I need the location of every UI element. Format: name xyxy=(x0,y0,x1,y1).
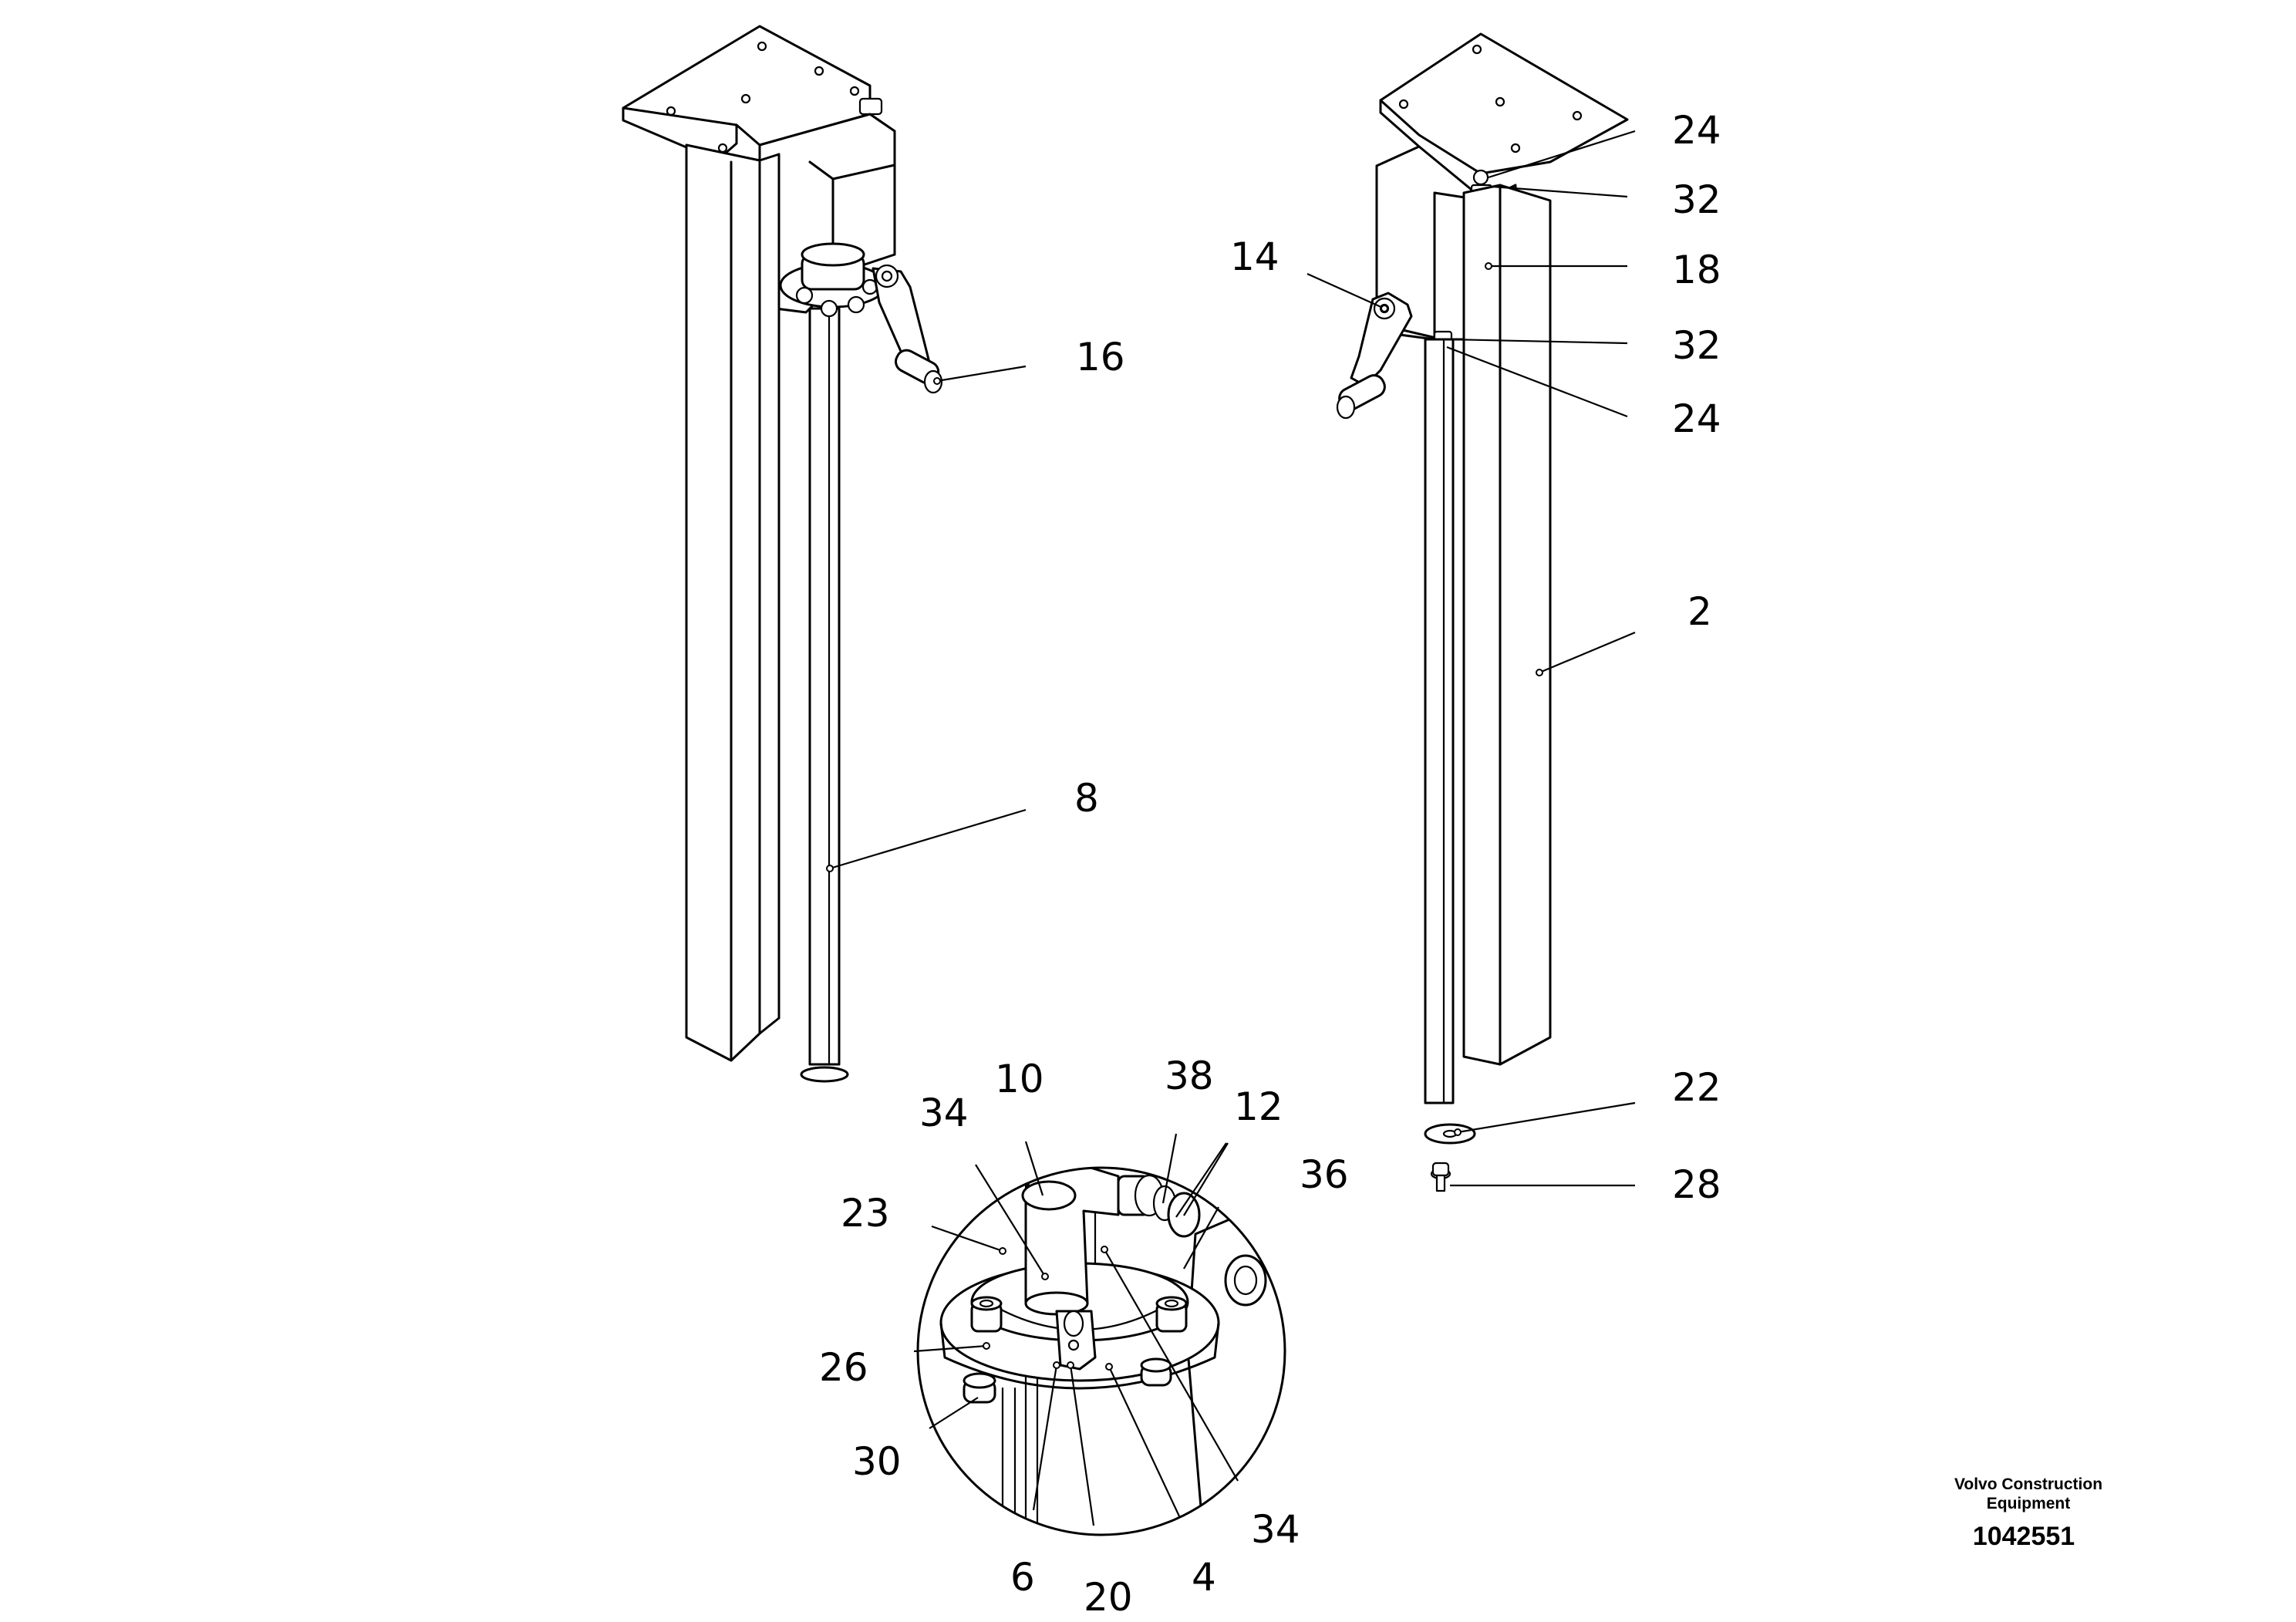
document-number: 1042551 xyxy=(1973,1522,2075,1551)
left-column-assembly xyxy=(622,25,943,1083)
callout-labels: 16 8 14 24 32 18 32 24 2 22 28 10 38 34 … xyxy=(819,108,1721,1620)
callout-38: 38 xyxy=(1165,1054,1214,1098)
callout-32-top: 32 xyxy=(1672,177,1721,222)
leader-lines xyxy=(826,130,1636,1526)
callout-18: 18 xyxy=(1672,248,1721,292)
callout-34-top: 34 xyxy=(919,1091,969,1135)
callout-4: 4 xyxy=(1192,1555,1216,1600)
callout-26: 26 xyxy=(819,1345,868,1390)
detail-view xyxy=(916,1166,1286,1536)
callout-28: 28 xyxy=(1672,1162,1721,1207)
right-column-assembly xyxy=(1336,32,1629,1192)
callout-24-bottom: 24 xyxy=(1672,396,1721,441)
callout-23: 23 xyxy=(841,1191,890,1236)
callout-24-top: 24 xyxy=(1672,108,1721,153)
callout-6: 6 xyxy=(1010,1555,1035,1600)
callout-20: 20 xyxy=(1084,1575,1133,1620)
callout-10: 10 xyxy=(995,1057,1044,1101)
callout-14: 14 xyxy=(1230,234,1279,279)
callout-32-bottom: 32 xyxy=(1672,323,1721,368)
callout-34-bottom: 34 xyxy=(1251,1507,1300,1552)
left-shaft xyxy=(808,307,841,1066)
callout-30: 30 xyxy=(852,1439,902,1484)
callout-22: 22 xyxy=(1672,1065,1721,1110)
detail-bolts xyxy=(963,1296,1188,1404)
left-shaft-foot xyxy=(800,1066,849,1083)
left-main-tube xyxy=(685,143,761,1062)
right-crank-arm xyxy=(1350,292,1413,387)
callout-36: 36 xyxy=(1300,1152,1349,1197)
callout-12: 12 xyxy=(1234,1084,1283,1129)
brand-line-1: Volvo Construction xyxy=(1954,1475,2102,1493)
callout-2: 2 xyxy=(1687,589,1712,634)
right-shaft xyxy=(1424,338,1455,1104)
footer: Volvo Construction Equipment 1042551 xyxy=(1954,1475,2102,1551)
callout-8: 8 xyxy=(1074,776,1099,821)
callout-16: 16 xyxy=(1076,335,1125,379)
bolt xyxy=(1430,1162,1451,1192)
right-main-tube xyxy=(1462,184,1552,1066)
brand-line-2: Equipment xyxy=(1987,1495,2071,1512)
